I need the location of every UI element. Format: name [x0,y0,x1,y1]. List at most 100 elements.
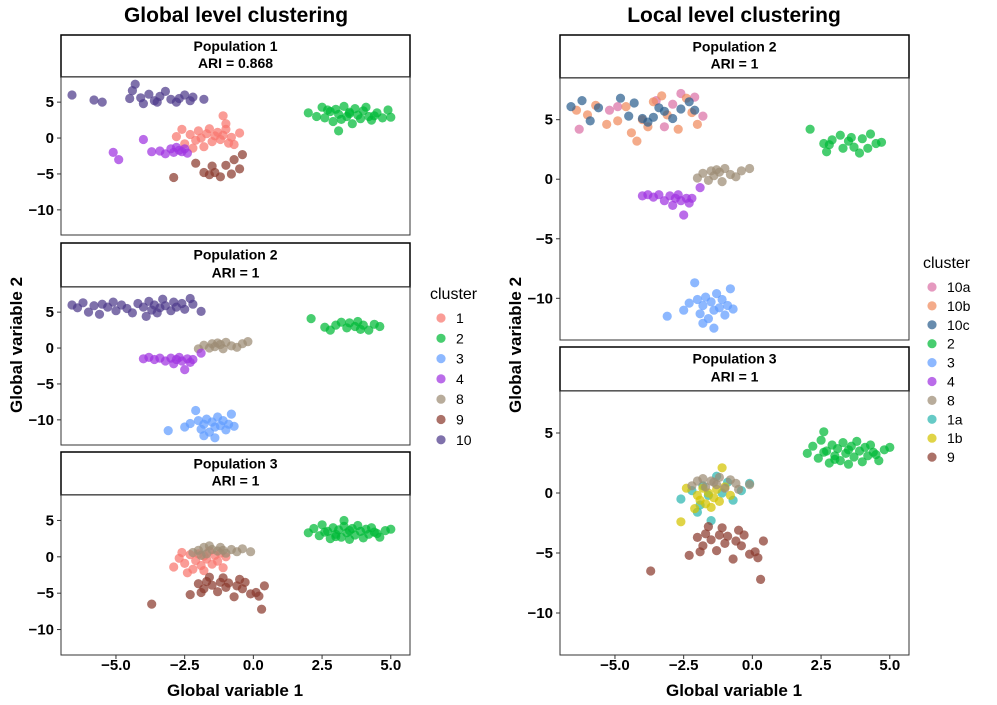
data-point-cluster-1 [218,111,228,121]
data-point-cluster-1 [171,132,181,142]
legend-key-cluster-9 [436,414,446,425]
data-point-cluster-9 [646,566,656,576]
data-point-cluster-10 [89,301,99,311]
data-point-cluster-8 [698,168,708,178]
y-tick-label: −10 [29,202,54,219]
data-point-cluster-10 [141,311,151,321]
panel-border [60,76,411,236]
data-point-cluster-9 [224,578,234,588]
data-point-cluster-9 [257,604,267,614]
data-point-cluster-2 [843,445,854,455]
data-point-cluster-2 [865,129,876,139]
data-point-cluster-2 [386,112,396,122]
data-point-cluster-1b [676,517,686,527]
data-point-cluster-10c [659,106,670,116]
data-point-cluster-1a [676,494,686,504]
data-point-cluster-9 [695,547,705,557]
data-point-cluster-4 [138,134,148,145]
y-tick-label: 0 [545,485,553,502]
data-point-cluster-9 [723,531,733,541]
data-point-cluster-10a [659,122,670,132]
data-point-cluster-2 [347,119,357,129]
data-point-cluster-9 [753,553,763,563]
data-point-cluster-3 [712,289,722,299]
data-point-cluster-9 [254,591,264,601]
data-point-cluster-2 [857,134,867,144]
data-point-cluster-2 [355,114,366,124]
data-point-cluster-3 [692,294,703,305]
data-point-cluster-3 [728,304,738,314]
data-point-cluster-10a [613,102,623,112]
y-tick-label: 5 [46,304,54,321]
facet-strip [559,346,910,392]
legend-label: 10b [947,298,971,314]
data-point-cluster-2 [309,523,319,534]
data-point-cluster-8 [720,483,730,493]
x-tick-label: −2.5 [170,657,200,674]
x-tick-label: 5.0 [879,657,900,674]
panel-border [60,494,411,656]
data-point-cluster-1 [235,128,245,138]
data-point-cluster-8 [720,163,730,174]
legend-title: cluster [923,255,971,272]
legend-title: cluster [430,286,478,303]
data-point-cluster-10a [604,105,615,115]
data-point-cluster-10 [127,308,137,318]
y-axis-label: Global variable 2 [506,277,525,413]
data-point-cluster-10c [624,111,634,121]
data-point-cluster-8 [709,477,719,487]
data-point-cluster-2 [805,124,815,134]
data-point-cluster-1 [185,129,195,140]
data-point-cluster-1b [714,496,725,506]
data-point-cluster-3 [679,305,689,315]
data-point-cluster-10c [585,116,595,126]
chart-title: Local level clustering [627,4,841,27]
data-point-cluster-8 [734,484,744,494]
data-point-cluster-3 [684,298,694,308]
data-point-cluster-3 [163,426,173,436]
data-point-cluster-9 [204,572,214,582]
data-point-cluster-4 [108,147,118,157]
data-point-cluster-10a [668,99,678,109]
data-point-cluster-2 [303,108,313,118]
data-point-cluster-2 [336,317,346,327]
data-point-cluster-9 [207,580,217,590]
data-point-cluster-2 [852,436,862,446]
x-tick-label: −2.5 [669,657,699,674]
y-tick-label: 5 [46,94,54,111]
data-point-cluster-8 [745,480,755,490]
x-tick-label: 0.0 [742,657,763,674]
legend-key-cluster-10b [927,301,937,311]
data-point-cluster-2 [375,321,385,332]
data-point-cluster-3 [725,284,736,294]
data-point-cluster-4 [695,183,705,193]
y-tick-label: 5 [545,112,553,129]
data-point-cluster-1 [169,562,179,572]
y-tick-label: 0 [46,130,54,147]
points-layer [67,293,385,443]
panel-border [559,390,910,656]
data-point-cluster-1 [180,558,190,569]
data-point-cluster-9 [717,523,727,533]
data-point-cluster-9 [739,530,749,540]
data-point-cluster-10c [676,104,686,114]
data-point-cluster-9 [191,158,201,168]
legend-key-cluster-4 [436,374,446,384]
legend-key-cluster-8 [927,395,937,405]
data-point-cluster-8 [218,545,228,555]
data-point-cluster-9 [240,577,250,587]
data-point-cluster-1b [695,495,705,505]
x-tick-label: −5.0 [101,657,131,674]
facet-strip [559,34,910,79]
data-point-cluster-4 [668,200,678,210]
y-tick-label: −10 [528,290,553,307]
data-point-cluster-3 [662,311,672,321]
legend-key-cluster-2 [436,333,446,343]
data-point-cluster-9 [196,587,206,598]
y-tick-label: −5 [37,376,54,393]
facet-strip [60,34,411,78]
data-point-cluster-4 [147,147,157,157]
data-point-cluster-10b [626,128,637,138]
data-point-cluster-8 [243,337,253,347]
data-point-cluster-3 [226,409,236,419]
